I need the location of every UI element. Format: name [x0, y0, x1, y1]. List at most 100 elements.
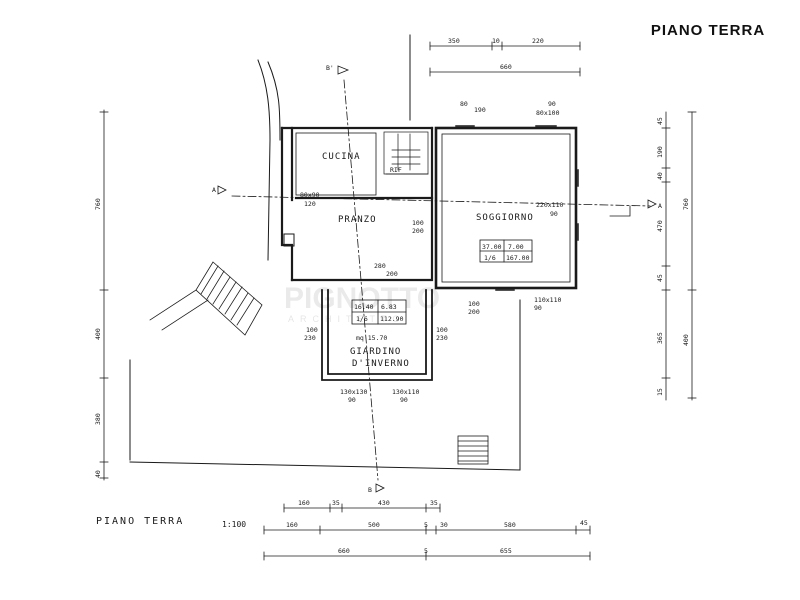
dim-right-outer-2: 400	[682, 334, 690, 346]
section-mark-right: A	[658, 202, 662, 210]
outdoor-stair	[149, 261, 263, 336]
dim-top-1: 350	[448, 37, 460, 45]
opening-door-d: 280	[374, 262, 386, 270]
area-garden: mq 15.70	[356, 334, 387, 342]
dim-bottom-r2-3: 5	[424, 521, 428, 529]
area-dining-1: 16.40	[354, 303, 374, 311]
opening-door-c: 220x110	[536, 201, 563, 209]
dim-right-1: 45	[656, 117, 664, 125]
chimney	[283, 233, 295, 247]
living-room-inner	[441, 133, 571, 283]
area-table-dining	[351, 299, 407, 325]
fence-curve	[257, 59, 271, 261]
opening-top-window: 80	[460, 100, 468, 108]
fence-curve-2	[267, 61, 281, 141]
section-line-a	[231, 195, 651, 207]
opening-window-b-sill: 90	[548, 100, 556, 108]
dim-top-4: 660	[500, 63, 512, 71]
opening-garden-w2: 130x110	[392, 388, 419, 396]
opening-door-d2: 200	[386, 270, 398, 278]
area-dining-4: 112.90	[380, 315, 404, 323]
dim-bottom-r3-1: 660	[338, 547, 350, 555]
living-room-walls	[434, 126, 578, 290]
plan-caption: PIANO TERRA	[96, 516, 184, 527]
section-line-b	[343, 79, 379, 481]
section-mark-left: A'	[212, 186, 220, 194]
dim-right-6: 365	[656, 332, 664, 344]
outdoor-steps	[457, 435, 489, 465]
dim-left	[99, 109, 109, 481]
plan-scale: 1:100	[222, 520, 246, 529]
opening-top-window2: 190	[474, 106, 486, 114]
dim-top-2: 10	[492, 37, 500, 45]
opening-garden-w1b: 90	[348, 396, 356, 404]
winter-garden-walls	[321, 289, 433, 381]
dim-left-1: 760	[94, 198, 102, 210]
dim-top	[429, 41, 581, 77]
dim-top-3: 220	[532, 37, 544, 45]
dim-right-5: 45	[656, 274, 664, 282]
kitchen-room	[295, 132, 377, 196]
watermark-text: PIGNOTTO	[284, 282, 440, 315]
label-kitchen: CUCINA	[322, 152, 361, 162]
dim-right-outer-1: 760	[682, 198, 690, 210]
area-living-3: 1/6	[484, 254, 496, 262]
dim-bottom-r2-2: 500	[368, 521, 380, 529]
dim-bottom-r3-3: 655	[500, 547, 512, 555]
label-winter-garden-2: D'INVERNO	[352, 359, 410, 369]
section-mark-bottom: B	[368, 486, 372, 494]
area-dining-3: 1/6	[356, 315, 368, 323]
dim-bottom-r2-5: 580	[504, 521, 516, 529]
label-living: SOGGIORNO	[476, 213, 534, 223]
opening-garden-l: 100	[306, 326, 318, 334]
dim-right-2: 190	[656, 146, 664, 158]
dim-bottom-r2-4: 30	[440, 521, 448, 529]
dim-left-2: 400	[94, 328, 102, 340]
window-marks	[455, 125, 579, 291]
area-living-2: 7.00	[508, 243, 524, 251]
property-line-bottom	[129, 461, 521, 471]
dim-right-4: 470	[656, 220, 664, 232]
dim-bottom-r1-2: 35	[332, 499, 340, 507]
watermark-subtext: ARCHITETTO	[288, 314, 405, 324]
opening-garden-l2: 230	[304, 334, 316, 342]
dim-bottom-r3-2: 5	[424, 547, 428, 555]
section-mark-top: B'	[326, 64, 334, 72]
opening-door-e2: 200	[468, 308, 480, 316]
dim-bottom-r2-6: 45	[580, 519, 588, 527]
opening-garden-w1: 130x130	[340, 388, 367, 396]
opening-garden-w2b: 90	[400, 396, 408, 404]
area-living-4: 167.00	[506, 254, 530, 262]
label-fridge: RIF	[390, 166, 402, 174]
opening-door-c2: 90	[550, 210, 558, 218]
west-block-walls	[280, 126, 434, 282]
section-line-a-right	[609, 205, 631, 217]
opening-garden-r2: 230	[436, 334, 448, 342]
dim-right-7: 15	[656, 388, 664, 396]
dim-left-3: 380	[94, 413, 102, 425]
page-title: PIANO TERRA	[650, 22, 766, 39]
internal-stair	[383, 131, 429, 175]
section-arrow-right	[647, 199, 657, 209]
section-arrow-top	[337, 65, 350, 75]
opening-door-a: 120	[304, 200, 316, 208]
section-arrow-bottom	[375, 483, 385, 493]
area-table-living	[479, 239, 533, 263]
label-dining: PRANZO	[338, 215, 377, 225]
opening-door-e: 100	[468, 300, 480, 308]
opening-window-d: 110x110	[534, 296, 561, 304]
opening-door-b2: 200	[412, 227, 424, 235]
dim-bottom-r1-1: 160	[298, 499, 310, 507]
dim-bottom-r2-1: 160	[286, 521, 298, 529]
opening-garden-r: 100	[436, 326, 448, 334]
label-winter-garden-1: GIARDINO	[350, 347, 401, 357]
opening-window-b: 80x100	[536, 109, 560, 117]
dim-right	[661, 111, 697, 401]
opening-window-d2: 90	[534, 304, 542, 312]
dim-left-4: 40	[94, 470, 102, 478]
section-arrow-left	[217, 185, 227, 195]
dim-bottom-r1-4: 35	[430, 499, 438, 507]
opening-door-b: 100	[412, 219, 424, 227]
dim-bottom-r1-3: 430	[378, 499, 390, 507]
